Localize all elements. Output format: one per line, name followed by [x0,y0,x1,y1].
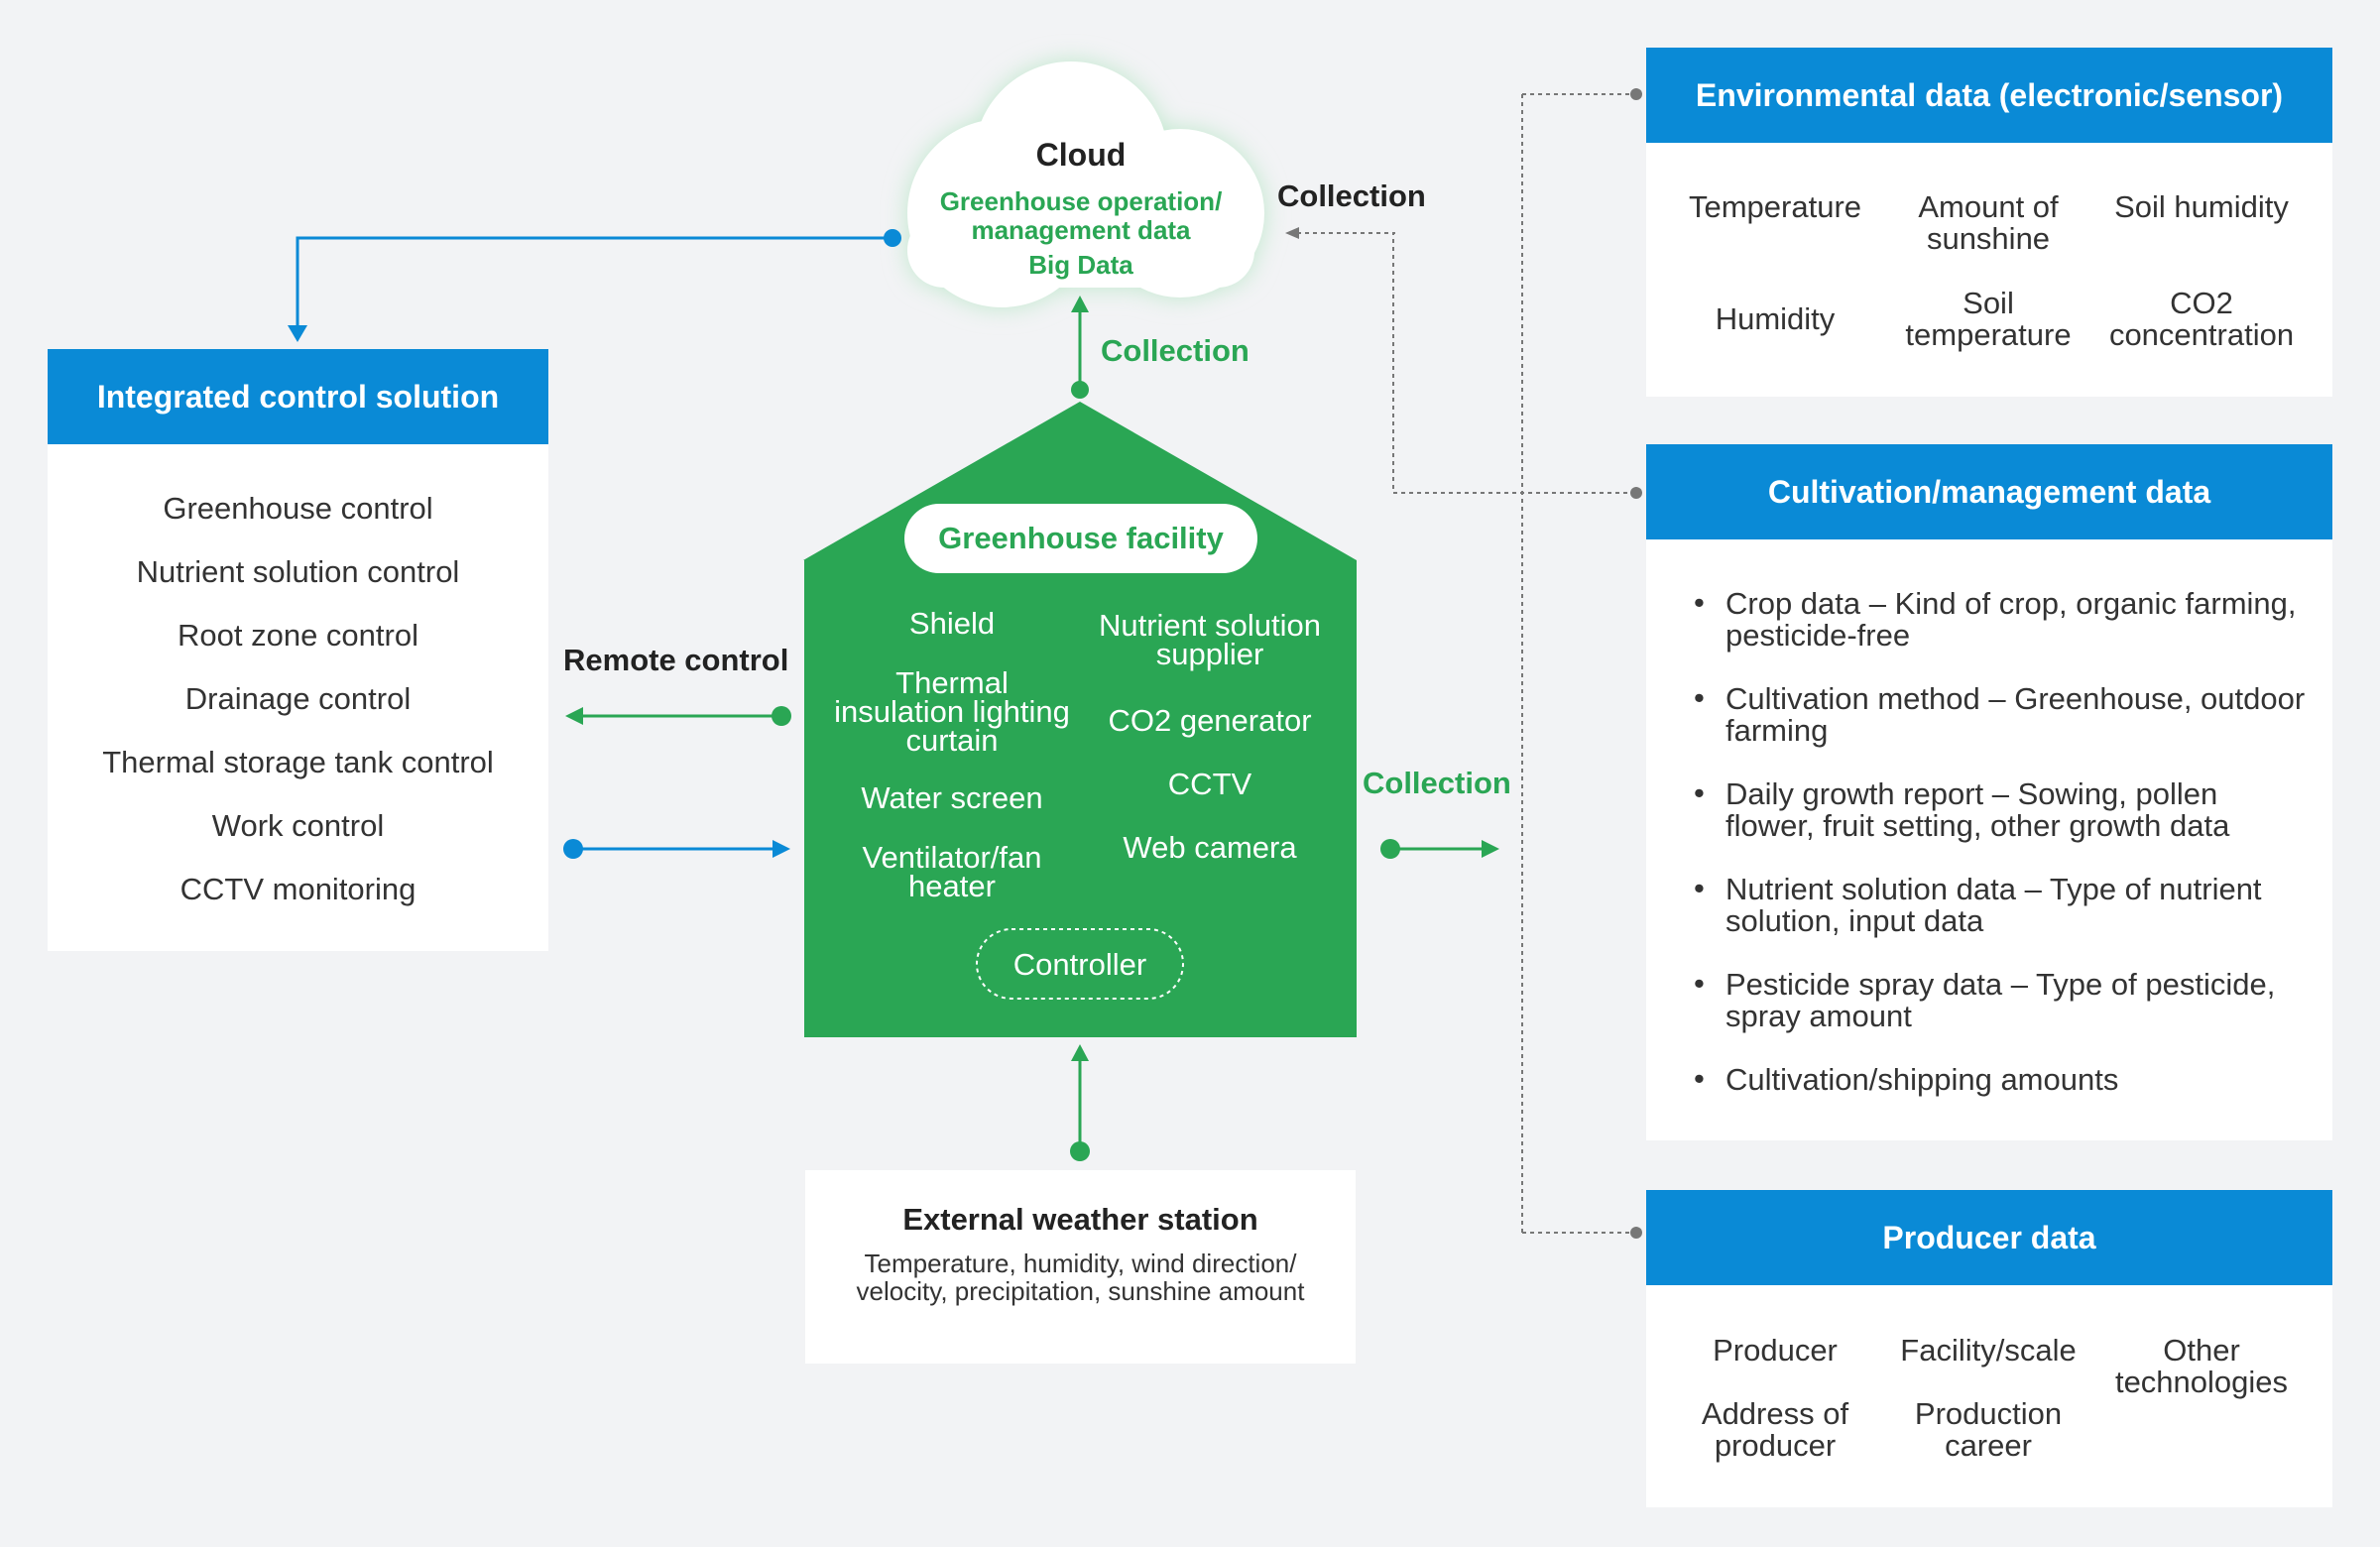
cloud-to-control-arrow [288,229,901,342]
control-item-work: Work control [211,808,385,843]
control-item-root-zone: Root zone control [178,618,418,653]
integrated-control-panel [48,349,548,951]
gh-item-water-screen: Water screen [861,780,1043,815]
dotted-collection-lines [1289,93,1634,1234]
cultivation-item-growth: Daily growth report – Sowing, pollen flo… [1726,776,2230,843]
greenhouse-to-cloud-arrow [1071,296,1089,399]
env-co2: CO2 concentration [2108,286,2295,352]
weather-station-desc: Temperature, humidity, wind direction/ v… [856,1249,1305,1306]
gh-item-cctv: CCTV [1167,767,1252,801]
producer-address: Address of producer [1701,1396,1849,1463]
collection-top-label: Collection [1101,333,1250,368]
greenhouse-title-pill: Greenhouse facility [904,504,1257,573]
env-soil-humidity: Soil humidity [2114,189,2289,224]
bullet-3: • [1694,871,1705,905]
cloud-line-1: Greenhouse operation/ [939,186,1223,216]
remote-control-green-arrow [565,706,791,726]
cultivation-item-shipping: Cultivation/shipping amounts [1726,1062,2119,1097]
gh-item-ventilator: Ventilator/fan heater [862,840,1042,903]
cultivation-item-pesticide: Pesticide spray data – Type of pesticide… [1726,967,2276,1033]
env-sunshine: Amount of sunshine [1918,189,2059,256]
greenhouse-to-data-arrow [1380,839,1499,859]
producer-career: Production career [1914,1396,2063,1463]
producer-data-title: Producer data [1646,1190,2332,1285]
cloud-line-3: Big Data [1028,250,1133,280]
weather-station-title: External weather station [902,1202,1258,1237]
cultivation-item-crop: Crop data – Kind of crop, organic farmin… [1726,586,2297,653]
producer-name: Producer [1713,1333,1838,1368]
cloud-shape [907,61,1264,307]
cloud-title: Cloud [1035,137,1127,173]
controller-label: Controller [1012,947,1147,982]
environmental-data-title: Environmental data (electronic/sensor) [1646,48,2332,143]
remote-control-label: Remote control [563,643,789,677]
greenhouse-title: Greenhouse facility [938,521,1224,555]
remote-control-blue-arrow [563,839,790,859]
bullet-5: • [1694,1061,1705,1096]
cultivation-data-title: Cultivation/management data [1646,444,2332,539]
bullet-2: • [1694,775,1705,810]
gh-item-shield: Shield [908,606,996,641]
env-temperature: Temperature [1688,189,1862,224]
env-soil-temperature: Soil temperature [1905,286,2072,352]
dotted-arrowhead [1285,227,1299,239]
cultivation-item-method: Cultivation method – Greenhouse, outdoor… [1726,681,2306,748]
gh-item-nutrient-supplier: Nutrient solution supplier [1098,608,1321,671]
collection-cloud-label: Collection [1277,178,1426,213]
bullet-4: • [1694,966,1705,1001]
control-item-greenhouse: Greenhouse control [163,491,433,526]
producer-facility: Facility/scale [1900,1333,2077,1368]
cultivation-data-panel [1646,444,2332,1140]
env-humidity: Humidity [1715,301,1836,336]
producer-other-tech: Other technologies [2114,1333,2289,1399]
weather-station-panel [805,1170,1356,1364]
integrated-control-title: Integrated control solution [48,349,548,444]
control-item-thermal-storage: Thermal storage tank control [102,745,494,779]
collection-right-label: Collection [1363,766,1511,800]
bullet-1: • [1694,680,1705,715]
cloud-line-2: management data [971,215,1191,245]
bullet-0: • [1694,585,1705,620]
cultivation-item-nutrient: Nutrient solution data – Type of nutrien… [1726,872,2262,938]
control-item-nutrient: Nutrient solution control [136,554,460,589]
gh-item-co2-generator: CO2 generator [1108,703,1312,738]
gh-item-web-camera: Web camera [1123,830,1297,865]
control-item-cctv: CCTV monitoring [179,872,416,906]
control-item-drainage: Drainage control [184,681,412,716]
gh-item-thermal-curtain: Thermal insulation lighting curtain [834,665,1070,758]
weather-to-greenhouse-arrow [1070,1044,1090,1161]
